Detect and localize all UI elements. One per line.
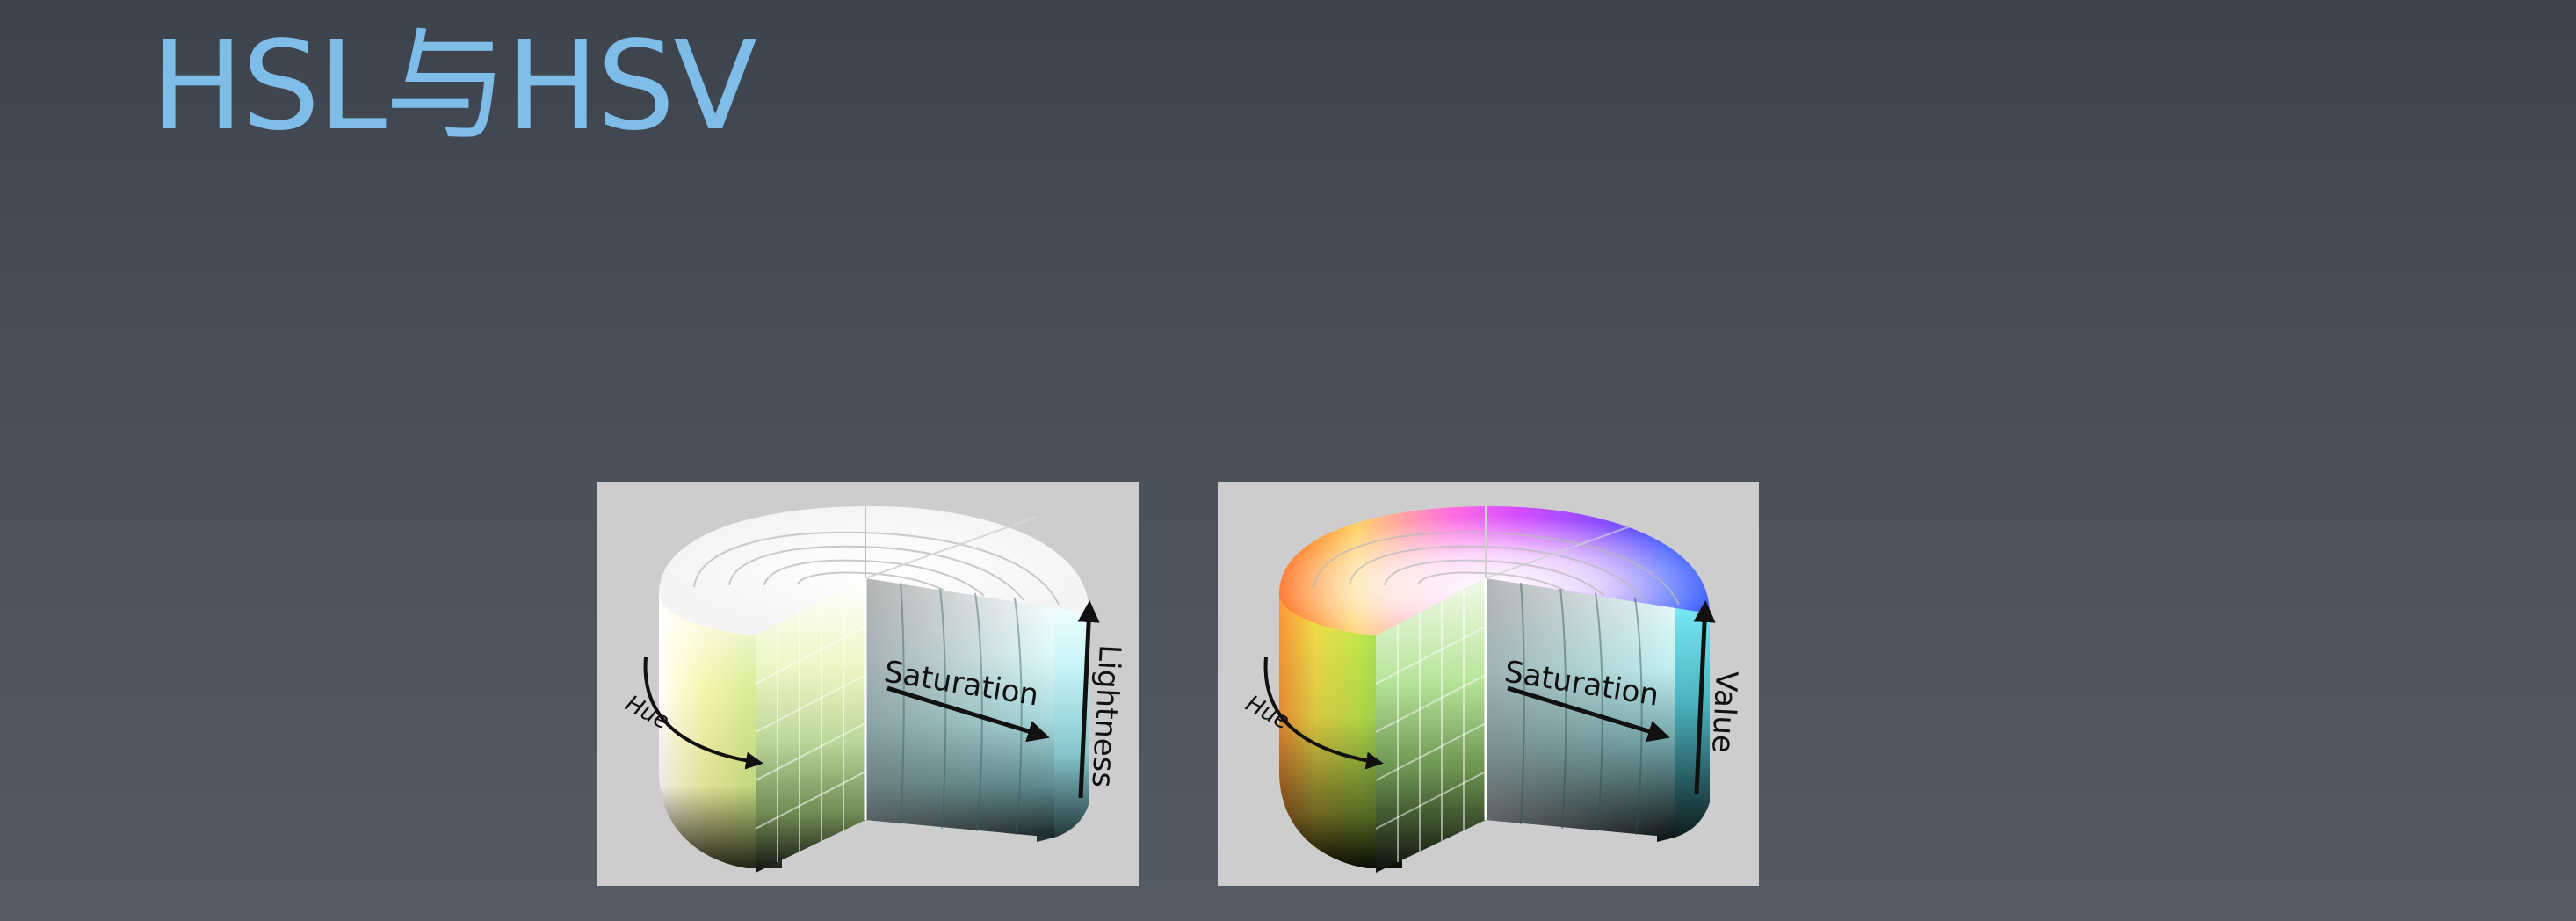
hsv-cylinder-illustration: Hue Saturation Value <box>1241 506 1744 873</box>
value-label: Value <box>1704 671 1744 754</box>
slide-title: HSL与HSV <box>151 15 757 158</box>
hsv-cylinder-figure: Hue Saturation Value <box>1218 482 1759 886</box>
hsl-cylinder-illustration: Hue Saturation Lightness <box>621 506 1127 873</box>
lightness-label: Lightness <box>1084 644 1126 789</box>
hsl-cylinder-figure: Hue Saturation Lightness <box>597 482 1139 886</box>
